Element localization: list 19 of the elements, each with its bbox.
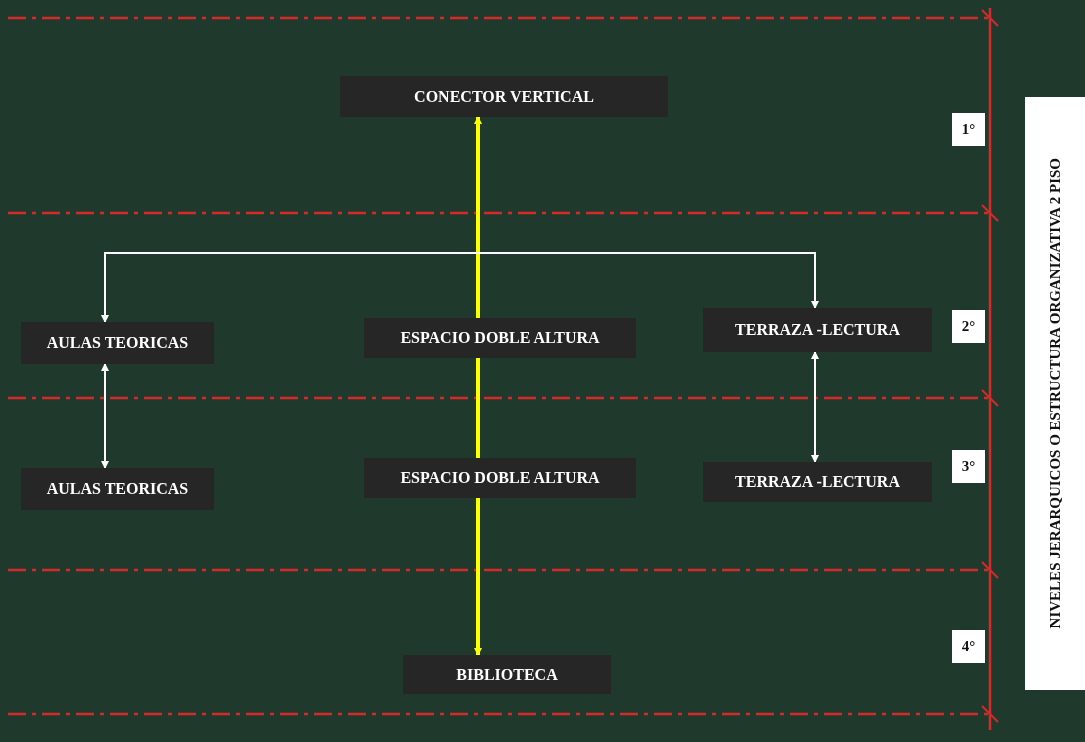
space-box: AULAS TEORICAS	[21, 322, 214, 364]
arrow	[474, 498, 482, 656]
arrow	[811, 351, 819, 463]
space-box: TERRAZA -LECTURA	[703, 462, 932, 502]
arrow	[477, 252, 819, 309]
space-box: ESPACIO DOBLE ALTURA	[364, 458, 636, 498]
level-number: 1°	[952, 113, 985, 146]
space-box: AULAS TEORICAS	[21, 468, 214, 510]
side-title: NIVELES JERARQUICOS O ESTRUCTURA ORGANIZATIVA 2 PISO	[1045, 158, 1064, 629]
space-box: ESPACIO DOBLE ALTURA	[364, 318, 636, 358]
level-number: 4°	[952, 630, 985, 663]
level-number: 3°	[952, 450, 985, 483]
arrow	[101, 252, 479, 323]
space-box: TERRAZA -LECTURA	[703, 308, 932, 352]
arrow	[101, 363, 109, 469]
arrow	[474, 116, 482, 318]
space-box: CONECTOR VERTICAL	[340, 76, 668, 117]
space-box: BIBLIOTECA	[403, 655, 611, 694]
level-number: 2°	[952, 310, 985, 343]
